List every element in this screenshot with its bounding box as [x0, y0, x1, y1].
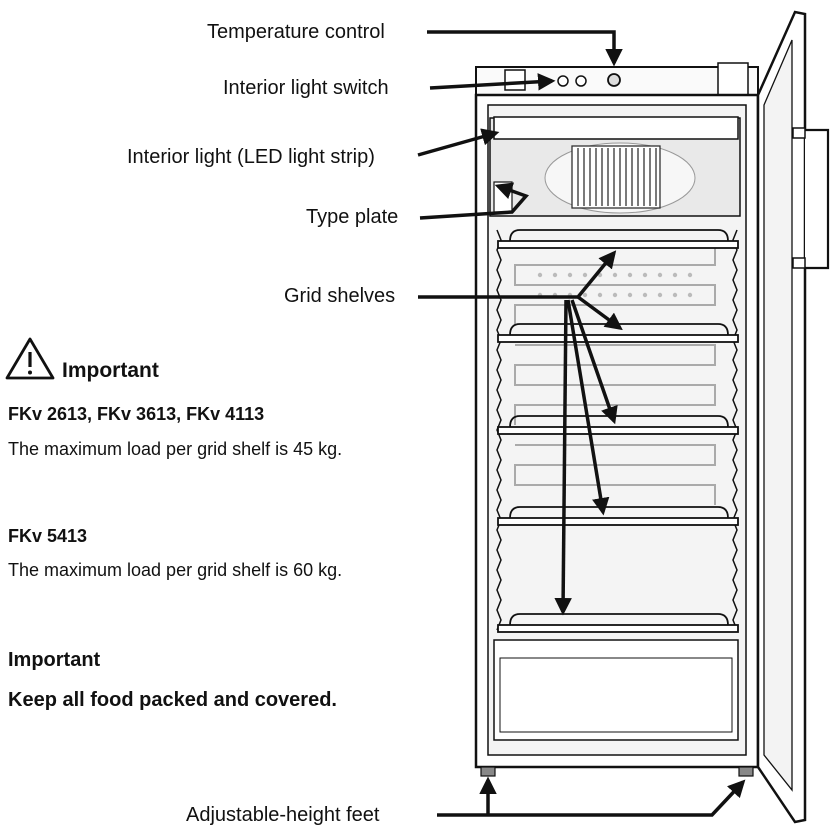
left-foot [481, 767, 495, 776]
fan-grille [572, 146, 660, 208]
temperature-knob [576, 76, 586, 86]
food-advice-text: Keep all food packed and covered. [8, 689, 337, 712]
temperature-dial [608, 74, 620, 86]
label-interior-light-switch: Interior light switch [223, 77, 389, 100]
door-handle [805, 130, 828, 268]
warning-triangle-icon [7, 339, 53, 378]
label-adjustable-feet: Adjustable-height feet [186, 804, 379, 827]
right-foot [739, 767, 753, 776]
load-note-2: The maximum load per grid shelf is 60 kg… [8, 559, 378, 581]
load-note-1: The maximum load per grid shelf is 45 kg… [8, 438, 378, 460]
label-type-plate: Type plate [306, 206, 398, 229]
warning-heading: Important [62, 359, 159, 383]
label-grid-shelves: Grid shelves [284, 285, 395, 308]
arrow-temperature-control [427, 32, 614, 63]
arrow-feet-right [437, 782, 743, 815]
cabinet [476, 95, 758, 776]
door [758, 12, 828, 822]
bottom-compartment [494, 640, 738, 740]
model-list-2: FKv 5413 [8, 526, 87, 547]
control-panel [476, 63, 758, 95]
light-switch-button [558, 76, 568, 86]
label-interior-light: Interior light (LED light strip) [127, 146, 375, 169]
label-temperature-control: Temperature control [207, 21, 385, 44]
model-list-1: FKv 2613, FKv 3613, FKv 4113 [8, 404, 264, 425]
led-light-strip [494, 117, 738, 139]
important-heading: Important [8, 649, 100, 672]
